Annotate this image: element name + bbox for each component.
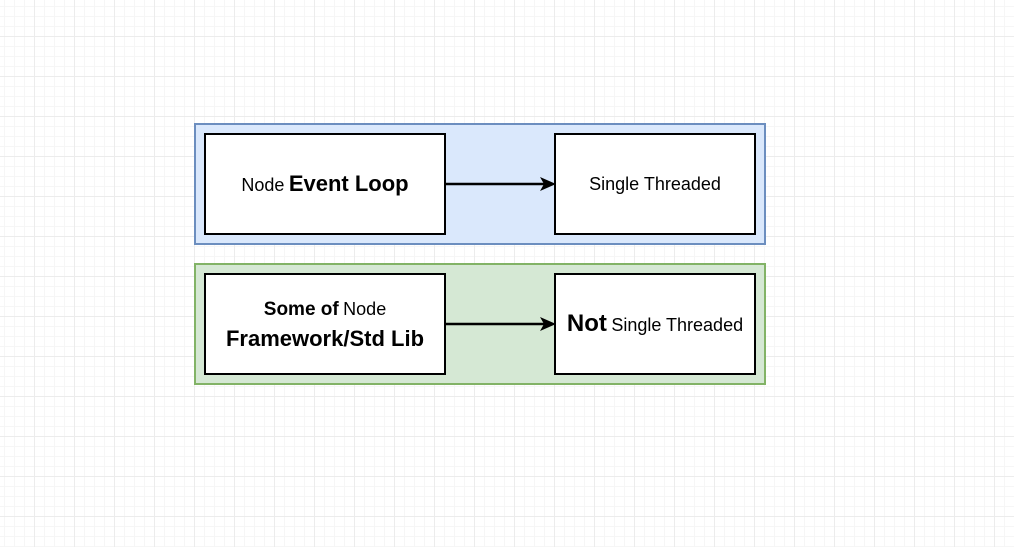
single-threaded-label: Single Threaded <box>589 173 721 194</box>
not-label: Not <box>566 310 607 337</box>
node-label-2: Node <box>343 299 387 319</box>
not-single-threaded-label: Single Threaded <box>611 315 744 335</box>
framework-std-lib-box: Some of Node Framework/Std Lib <box>204 273 446 375</box>
event-loop-label: Event Loop <box>288 171 409 196</box>
some-of-label: Some of <box>263 299 339 320</box>
single-threaded-box: Single Threaded <box>554 133 756 235</box>
node-label: Node <box>241 175 285 195</box>
framework-std-lib-label: Framework/Std Lib <box>225 326 425 351</box>
node-event-loop-box: Node Event Loop <box>204 133 446 235</box>
not-single-threaded-box: Not Single Threaded <box>554 273 756 375</box>
